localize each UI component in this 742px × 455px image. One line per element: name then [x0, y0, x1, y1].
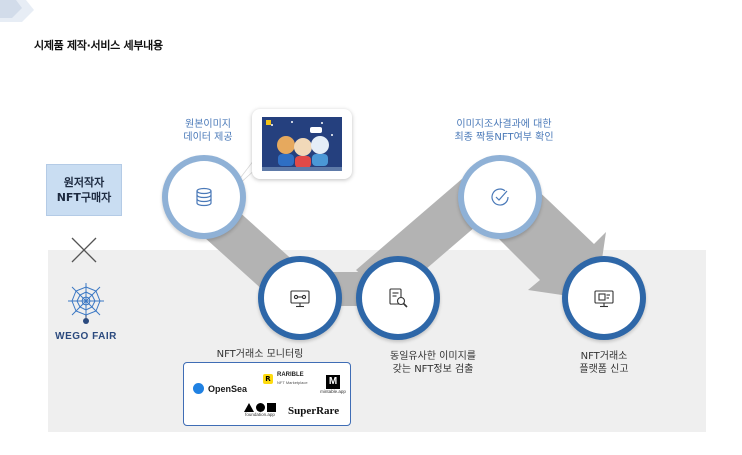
superrare-logo: SuperRare — [288, 405, 340, 417]
step-source-label: 원본이미지 데이터 제공 — [168, 118, 248, 144]
mintable-url: mintable.app — [320, 389, 346, 394]
step-source-label-line2: 데이터 제공 — [183, 132, 233, 143]
opensea-name: OpenSea — [208, 383, 248, 394]
author-buyer-box: 원저작자 NFT구매자 — [46, 164, 122, 216]
step-report-label-line1: NFT거래소 — [580, 351, 628, 362]
step-verify-label-line2: 최종 짝퉁NFT여부 확인 — [454, 132, 554, 143]
cross-icon — [71, 237, 97, 263]
source-image-preview — [252, 109, 352, 179]
step-report-circle — [562, 256, 646, 340]
step-verify-circle — [458, 155, 542, 239]
step-source-circle — [162, 155, 246, 239]
wegofair-logo: WEGO FAIR — [52, 281, 120, 355]
rarible-logo: R RARIBLE NFT Marketplace — [263, 372, 308, 386]
step-source-label-line1: 원본이미지 — [185, 119, 231, 130]
foundation-mark-icon — [244, 403, 276, 412]
mintable-logo: M mintable.app — [318, 375, 348, 394]
marketplace-logos-box: OpenSea R RARIBLE NFT Marketplace M mint… — [183, 362, 351, 426]
step-verify-label-line1: 이미지조사결과에 대한 — [456, 119, 552, 130]
monitor-icon — [290, 290, 310, 308]
corner-decoration — [0, 0, 34, 22]
step-detect-label-line1: 동일유사한 이미지를 — [390, 351, 476, 362]
step-detect-circle — [356, 256, 440, 340]
check-circle-icon — [491, 188, 509, 206]
step-monitor-label: NFT거래소 모니터링 — [216, 349, 304, 360]
author-box-line1: 원저작자 — [63, 176, 105, 189]
step-report-label-line2: 플랫폼 신고 — [579, 364, 629, 375]
step-detect-label: 동일유사한 이미지를 갖는 NFT정보 검출 — [378, 350, 488, 376]
page-title: 시제품 제작·서비스 세부내용 — [34, 39, 163, 52]
document-search-icon — [389, 288, 408, 308]
character-illustration — [262, 117, 342, 171]
step-detect-label-line2: 갖는 NFT정보 검출 — [392, 364, 474, 375]
database-icon — [196, 187, 212, 207]
rarible-subtitle: NFT Marketplace — [277, 380, 308, 385]
step-monitor-circle — [258, 256, 342, 340]
brand-name: WEGO FAIR — [55, 331, 117, 342]
rarible-mark-icon: R — [263, 374, 273, 384]
foundation-url: foundation.app — [245, 412, 275, 417]
spiderweb-icon — [68, 283, 104, 324]
step-report-label: NFT거래소 플랫폼 신고 — [554, 350, 654, 376]
author-box-line2: NFT구매자 — [56, 191, 112, 204]
foundation-logo: foundation.app — [244, 403, 276, 417]
step-verify-label: 이미지조사결과에 대한 최종 짝퉁NFT여부 확인 — [444, 118, 564, 144]
opensea-mark-icon — [193, 383, 204, 394]
opensea-logo: OpenSea — [193, 383, 247, 394]
rarible-name: RARIBLE — [277, 372, 304, 378]
mintable-mark-icon: M — [326, 375, 340, 389]
report-monitor-icon — [594, 290, 614, 308]
